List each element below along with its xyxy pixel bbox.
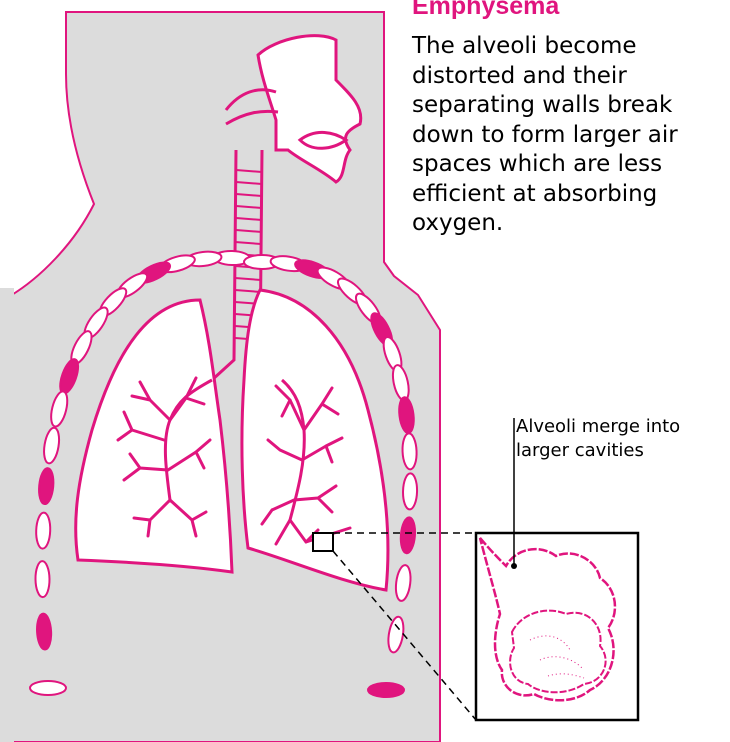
rib-segment [368,683,404,697]
small-alveoli-cluster [510,611,606,693]
callout-dot [511,563,517,569]
description-line: down to form larger air [412,121,730,151]
callout-line: Alveoli merge into [516,415,730,439]
description-line: oxygen. [412,209,730,239]
zoom-marker [313,533,333,551]
description-line: distorted and their [412,62,730,92]
rib-segment [403,473,418,509]
description-line: efficient at absorbing [412,180,730,210]
description-line: separating walls break [412,91,730,121]
diagram-description: The alveoli become distorted and their s… [412,32,730,239]
rib-segment [35,561,49,597]
rib-segment [36,512,51,548]
callout-line: larger cavities [516,439,730,463]
description-line: The alveoli become [412,32,730,62]
rib-segment [30,681,66,695]
alveoli-callout-label: Alveoli merge into larger cavities [516,415,730,463]
diagram-title: Emphysema [412,0,730,22]
rib-segment [402,433,417,470]
description-line: spaces which are less [412,150,730,180]
